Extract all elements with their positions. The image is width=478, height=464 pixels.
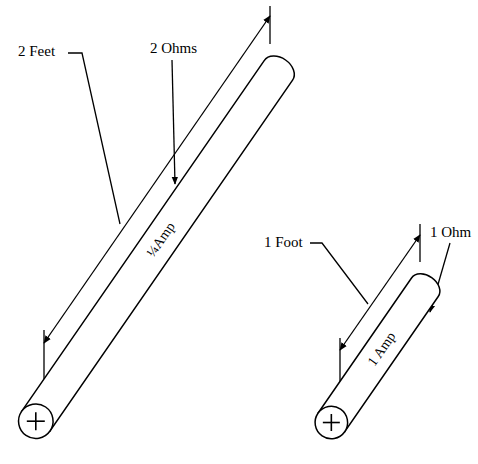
leader-line (68, 53, 120, 224)
current-direction-symbol (27, 412, 45, 430)
dimension-label: 1 Ohm (428, 224, 473, 241)
conductor-cylinder: 1 Amp (308, 267, 446, 445)
conductor-end (309, 399, 354, 444)
dimension-label: 1 Foot (262, 234, 305, 251)
conductor-cylinder: ¼Amp (11, 50, 301, 446)
extension-line (269, 6, 270, 44)
extension-line (419, 224, 420, 262)
cylinder-body (22, 50, 300, 431)
dimension-label: 2 Feet (16, 43, 57, 60)
leader-arrow (172, 60, 175, 184)
conductor-end (12, 397, 60, 445)
text-holder: ¼Amp (11, 50, 301, 446)
dimension-label: 2 Ohms (148, 40, 199, 57)
leader-line (310, 243, 368, 304)
dimension-line (44, 16, 270, 343)
text-holder: 1 Amp (308, 267, 446, 445)
current-label: 1 Amp (366, 329, 399, 368)
current-direction-symbol (323, 414, 340, 431)
current-label: ¼Amp (145, 220, 178, 260)
